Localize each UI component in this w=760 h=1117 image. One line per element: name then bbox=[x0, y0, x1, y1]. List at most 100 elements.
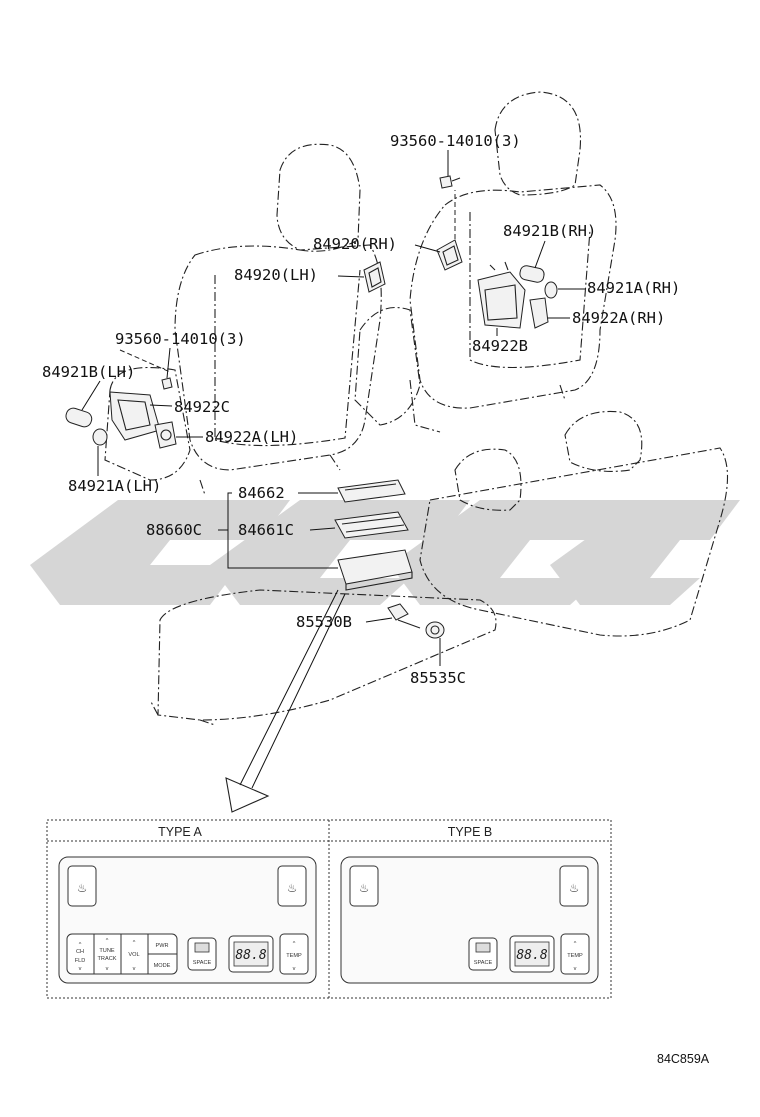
type-b-display-value: 88.8 bbox=[516, 948, 547, 963]
btn-track-label: TRACK bbox=[98, 956, 117, 962]
label-switch-a-rh: 84922A(RH) bbox=[572, 309, 665, 327]
seat-lh-legs bbox=[199, 454, 341, 496]
btn-tune-label: TUNE bbox=[99, 948, 114, 954]
leader-84661c bbox=[309, 527, 336, 531]
socket-body bbox=[387, 603, 409, 621]
headrest-lh bbox=[276, 143, 361, 252]
bulb-core bbox=[430, 625, 440, 635]
control-unit bbox=[337, 549, 413, 591]
label-knob-b-lh: 84921B(LH) bbox=[42, 363, 135, 381]
panel-84662-body bbox=[337, 479, 406, 503]
space-icon bbox=[194, 942, 210, 953]
label-knob-a-rh: 84921A(RH) bbox=[587, 279, 680, 297]
type-a-title: TYPE A bbox=[158, 825, 202, 839]
seat-rh-outline bbox=[354, 91, 617, 433]
leader-lines bbox=[81, 150, 585, 813]
space-icon bbox=[475, 942, 491, 953]
btn-mode-label: MODE bbox=[154, 963, 171, 969]
seatback-lh-inner bbox=[214, 269, 361, 447]
btn-vol-label: VOL bbox=[128, 952, 139, 958]
label-knob-b-rh: 84921B(RH) bbox=[503, 222, 596, 240]
leader-bracket-lh bbox=[337, 275, 365, 278]
btn-temp-label: TEMP bbox=[286, 953, 302, 959]
bench-cushion bbox=[157, 589, 497, 721]
seat-heater-left-icon: ♨ bbox=[360, 880, 368, 896]
bench-back bbox=[419, 447, 728, 637]
leader-knob-b-rh bbox=[534, 240, 546, 269]
label-screw-lh: 93560-14010(3) bbox=[115, 330, 246, 348]
switch-b-face bbox=[484, 284, 518, 321]
screw-lh-dashline bbox=[119, 349, 171, 373]
up-chevron-icon: ^ bbox=[79, 942, 82, 948]
switch-b-body bbox=[477, 271, 526, 329]
switch-c-module bbox=[109, 391, 161, 441]
panel-84662 bbox=[337, 479, 406, 503]
label-knob-a-lh: 84921A(LH) bbox=[68, 477, 161, 495]
detail-arrow-head bbox=[225, 777, 270, 813]
knob-b-lh bbox=[65, 407, 93, 428]
switch-a-lh-body bbox=[154, 421, 177, 449]
screw-lh bbox=[161, 377, 173, 390]
bench-headrest-1 bbox=[454, 448, 522, 511]
down-chevron-icon: v bbox=[79, 966, 82, 972]
knob-a-lh-body bbox=[92, 428, 108, 446]
seatback-rh-inner bbox=[469, 212, 591, 368]
leader-85530b bbox=[365, 617, 393, 623]
control-unit-side bbox=[345, 572, 413, 591]
seat-rh-legs bbox=[409, 379, 566, 433]
type-a-temp-button bbox=[279, 933, 309, 975]
btn-space-label: SPACE bbox=[474, 960, 493, 966]
type-b-panel: ♨ ♨ SPACE 88.8 ^ TEMP v bbox=[340, 856, 599, 984]
switch-b-tabs bbox=[489, 261, 509, 271]
type-a-panel: ♨ ♨ ^ CH FLD v ^ TUNE TRACK v ^ VOL v PW… bbox=[58, 856, 317, 984]
rear-bench-outline bbox=[149, 410, 728, 726]
label-screw-rh: 93560-14010(3) bbox=[390, 132, 521, 150]
bench-headrest-2 bbox=[564, 410, 643, 472]
knob-b-lh-body bbox=[65, 407, 93, 428]
type-b-seat-heater-left bbox=[349, 865, 379, 907]
seatback-rh bbox=[409, 184, 617, 409]
knob-a-rh bbox=[544, 281, 558, 299]
switch-b-module bbox=[477, 261, 526, 329]
label-84662: 84662 bbox=[238, 484, 285, 502]
type-b-seat-heater-right bbox=[559, 865, 589, 907]
btn-fld-label: FLD bbox=[75, 958, 86, 964]
switch-panel-detail: TYPE A TYPE B ♨ ♨ ^ CH FLD v ^ TUNE TRAC… bbox=[46, 819, 612, 999]
bulb-body bbox=[425, 621, 445, 639]
label-switch-b: 84922B bbox=[472, 337, 528, 355]
part-labels: 93560-14010(3) 84920(RH) 84920(LH) 84921… bbox=[42, 132, 680, 687]
up-chevron-icon: ^ bbox=[293, 941, 296, 947]
seat-heater-right-icon: ♨ bbox=[570, 880, 578, 896]
screw-rh bbox=[439, 175, 461, 189]
down-chevron-icon: v bbox=[133, 966, 136, 972]
seat-lh-outline bbox=[104, 143, 382, 496]
panel-84661c bbox=[334, 511, 409, 539]
btn-temp-label: TEMP bbox=[567, 953, 583, 959]
socket-wire bbox=[397, 619, 421, 629]
bracket-rh-inner bbox=[442, 245, 459, 266]
up-chevron-icon: ^ bbox=[106, 938, 109, 944]
switch-a-lh-dial bbox=[160, 429, 172, 441]
panel-84662-line bbox=[344, 483, 397, 491]
screw-lh-head bbox=[161, 377, 173, 390]
watermark-stroke bbox=[550, 500, 740, 605]
socket-85530b bbox=[387, 603, 421, 629]
up-chevron-icon: ^ bbox=[133, 940, 136, 946]
down-chevron-icon: v bbox=[574, 966, 577, 972]
seat-heater-right-icon: ♨ bbox=[288, 880, 296, 896]
seat-lh-side bbox=[104, 367, 191, 481]
type-a-seat-heater-right bbox=[277, 865, 307, 907]
screw-rh-shank bbox=[451, 177, 461, 182]
up-chevron-icon: ^ bbox=[574, 941, 577, 947]
down-chevron-icon: v bbox=[106, 966, 109, 972]
bench-front bbox=[149, 699, 216, 726]
type-b-title: TYPE B bbox=[448, 825, 492, 839]
switch-a-rh-body bbox=[529, 297, 549, 329]
leader-knob-b-lh bbox=[81, 380, 101, 411]
type-a-display-value: 88.8 bbox=[235, 948, 266, 963]
leader-bracket-rh bbox=[414, 244, 441, 253]
knob-a-rh-body bbox=[544, 281, 558, 299]
label-switch-a-lh: 84922A(LH) bbox=[205, 428, 298, 446]
switch-a-lh bbox=[154, 421, 177, 449]
